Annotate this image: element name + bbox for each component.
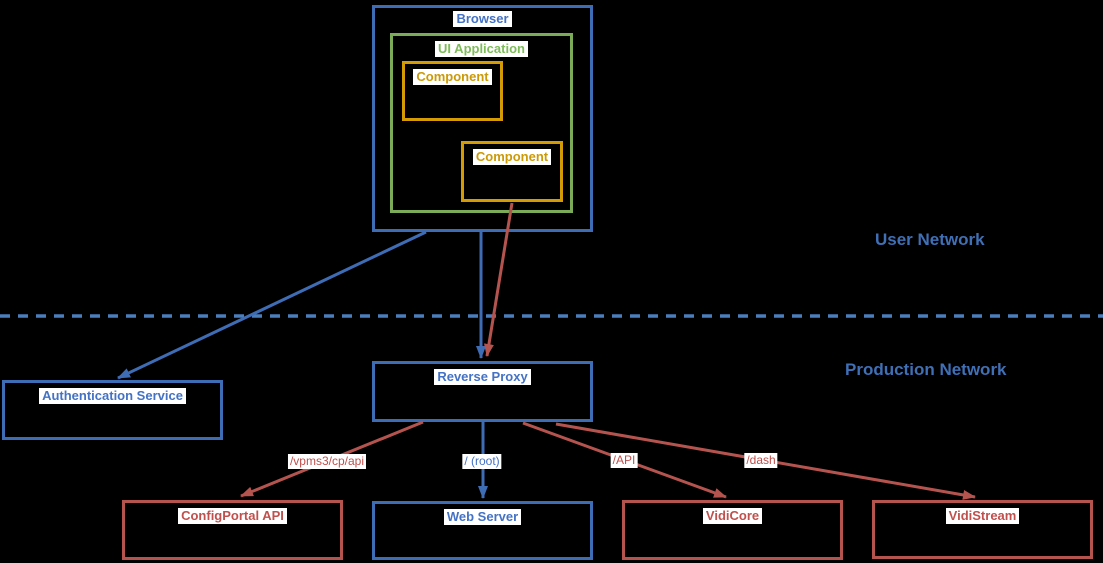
authentication-service-label: Authentication Service <box>39 388 186 404</box>
edge-label-configportal-path: /vpms3/cp/api <box>287 454 367 469</box>
web-server-box: Web Server <box>372 501 593 560</box>
component-1-label: Component <box>413 69 492 85</box>
reverse-proxy-box: Reverse Proxy <box>372 361 593 422</box>
ui-application-box: UI Application <box>390 33 573 213</box>
ui-application-label: UI Application <box>435 41 528 57</box>
component-2-label: Component <box>472 149 552 165</box>
zone-label-user-network: User Network <box>875 230 985 249</box>
edge-label-vidicore-path: /API <box>610 453 638 468</box>
browser-box: Browser <box>372 5 593 232</box>
reverse-proxy-label: Reverse Proxy <box>434 369 531 385</box>
vidistream-label: VidiStream <box>945 508 1020 524</box>
vidistream-box: VidiStream <box>872 500 1093 559</box>
zone-label-production-network: Production Network <box>845 360 1007 379</box>
edge-label-web-root-path: / (root) <box>462 454 502 469</box>
arrow-browser-to-authentication-service <box>117 230 427 380</box>
configportal-api-box: ConfigPortal API <box>122 500 343 560</box>
component-1-box: Component <box>402 61 503 121</box>
edge-label-vidistream-path: /dash <box>744 453 778 468</box>
web-server-label: Web Server <box>443 509 522 525</box>
vidicore-label: VidiCore <box>702 508 763 524</box>
browser-label: Browser <box>453 11 512 27</box>
authentication-service-box: Authentication Service <box>2 380 223 440</box>
component-2-box: Component <box>461 141 563 202</box>
configportal-api-label: ConfigPortal API <box>178 508 287 524</box>
vidicore-box: VidiCore <box>622 500 843 560</box>
